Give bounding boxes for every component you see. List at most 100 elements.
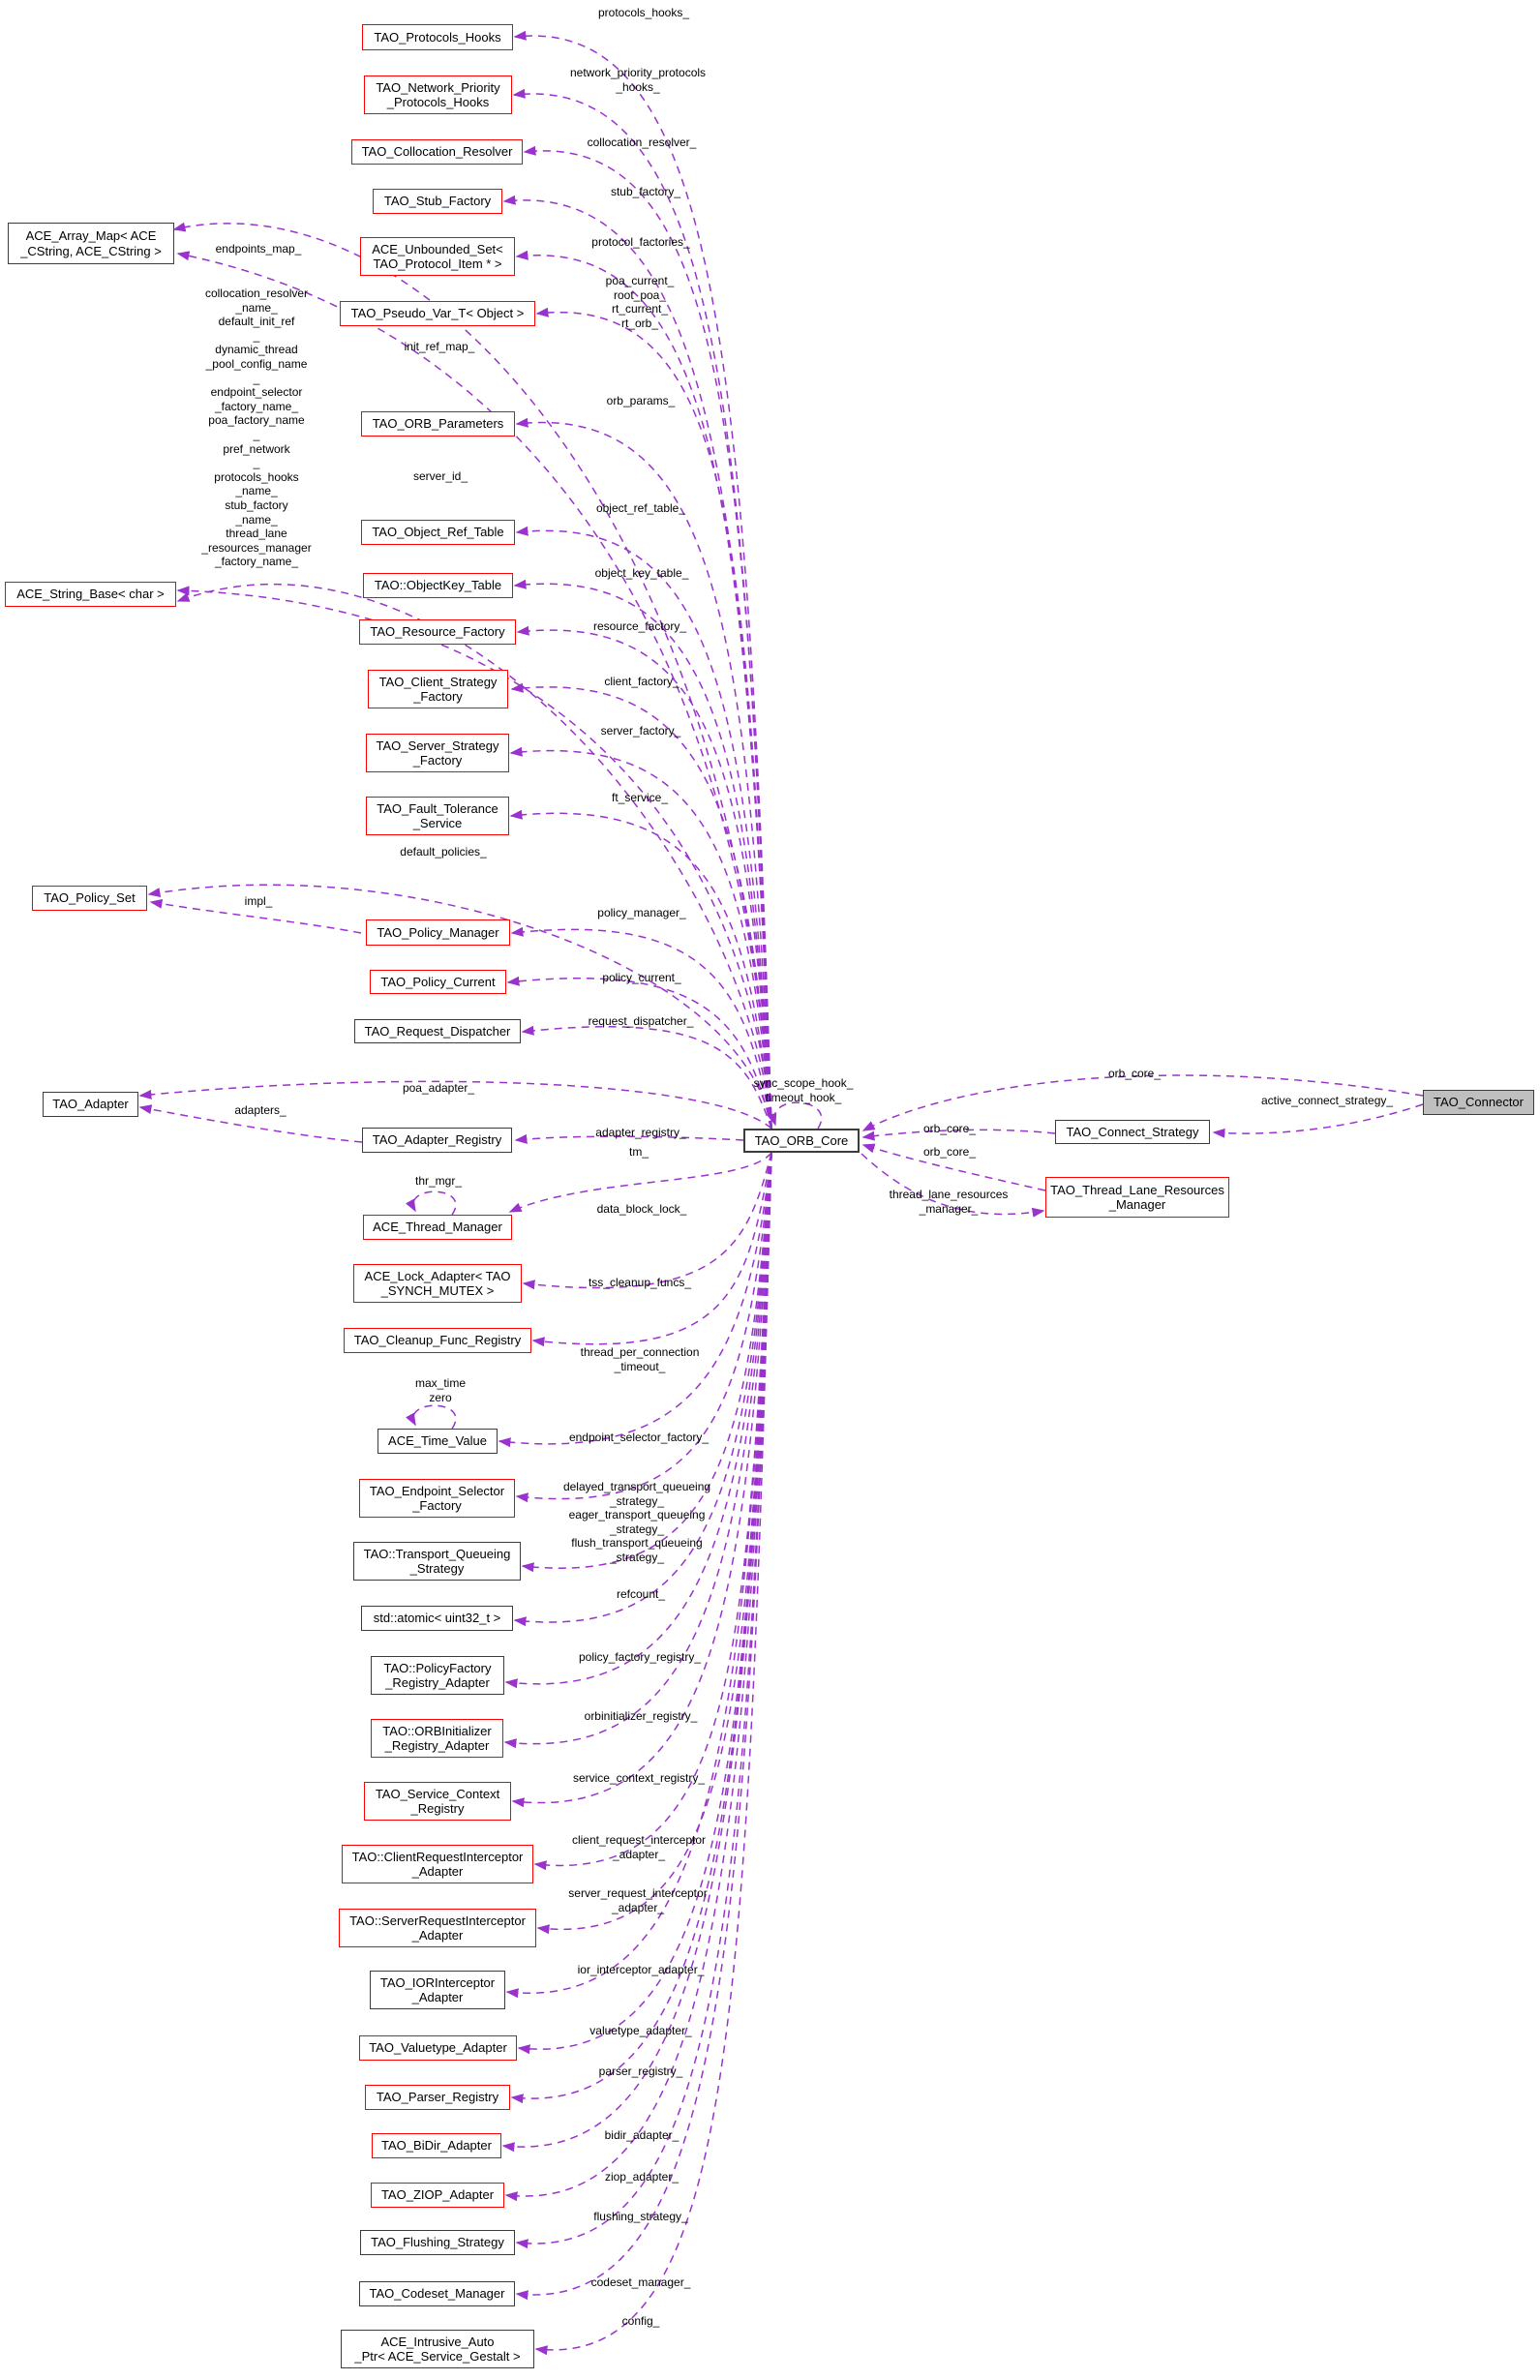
edge-codeset [515,1152,772,2301]
edge-label-impl: impl_ [244,894,273,908]
node-label: ACE_Unbounded_Set< [372,241,503,256]
node-request_dispatcher[interactable]: TAO_Request_Dispatcher [354,1019,521,1043]
node-policyfactory_adapter[interactable]: TAO::PolicyFactory_Registry_Adapter [371,1656,504,1695]
node-lock_adapter[interactable]: ACE_Lock_Adapter< TAO_SYNCH_MUTEX > [353,1264,522,1303]
node-pseudo_var[interactable]: TAO_Pseudo_Var_T< Object > [340,301,535,326]
node-stub_factory[interactable]: TAO_Stub_Factory [373,189,502,214]
node-label: _Service [412,816,463,830]
edge-label-client_factory: client_factory_ [604,675,679,688]
node-policy_set[interactable]: TAO_Policy_Set [32,886,147,911]
node-cleanup_func_registry[interactable]: TAO_Cleanup_Func_Registry [344,1328,531,1353]
edge-label-protocols_hooks: protocols_hooks_ [597,6,690,19]
node-policy_manager[interactable]: TAO_Policy_Manager [366,919,510,946]
node-client_strategy[interactable]: TAO_Client_Strategy_Factory [368,670,508,708]
node-label: TAO::ObjectKey_Table [374,578,502,593]
node-bidir_adapter[interactable]: TAO_BiDir_Adapter [372,2133,501,2158]
node-server_req_interceptor[interactable]: TAO::ServerRequestInterceptor_Adapter [339,1909,536,1947]
node-ziop_adapter[interactable]: TAO_ZIOP_Adapter [371,2183,504,2208]
node-label: ACE_Array_Map< ACE [25,228,157,243]
node-label: _Factory [412,753,463,768]
edge-label-stub: stub_factory_ [610,185,681,198]
edge-protocols_hooks [513,30,772,1130]
node-valuetype_adapter[interactable]: TAO_Valuetype_Adapter [359,2035,517,2061]
node-label: ACE_Intrusive_Auto [380,2334,495,2349]
edge-ft_service [509,809,772,1130]
node-label: _Registry_Adapter [384,1738,490,1753]
edge-label-refcount: refcount_ [616,1587,666,1601]
node-parser_registry[interactable]: TAO_Parser_Registry [365,2085,510,2110]
node-label: TAO_Adapter [52,1097,129,1112]
node-label: TAO_Adapter_Registry [372,1132,502,1148]
node-connector[interactable]: TAO_Connector [1423,1090,1534,1115]
edge-label-codeset: codeset_manager_ [590,2275,691,2289]
edge-self_thr_mgr [406,1190,457,1216]
node-thread_manager[interactable]: ACE_Thread_Manager [363,1215,512,1240]
node-intrusive_auto_ptr[interactable]: ACE_Intrusive_Auto_Ptr< ACE_Service_Gest… [341,2330,534,2368]
node-string_base[interactable]: ACE_String_Base< char > [5,582,176,607]
node-label: ACE_String_Base< char > [16,587,165,602]
node-endpoint_selector[interactable]: TAO_Endpoint_Selector_Factory [359,1479,515,1518]
node-resource_factory[interactable]: TAO_Resource_Factory [359,619,516,645]
node-label: TAO_Request_Dispatcher [364,1023,511,1039]
node-label: _Ptr< ACE_Service_Gestalt > [354,2349,521,2364]
edge-label-esf: endpoint_selector_factory_ [568,1431,710,1444]
node-array_map[interactable]: ACE_Array_Map< ACE_CString, ACE_CString … [8,223,174,264]
edge-queueing [521,1152,772,1573]
node-ior_interceptor[interactable]: TAO_IORInterceptor_Adapter [370,1971,505,2009]
node-network_priority[interactable]: TAO_Network_Priority_Protocols_Hooks [364,75,512,114]
node-connect_strategy[interactable]: TAO_Connect_Strategy [1055,1120,1210,1144]
node-std_atomic[interactable]: std::atomic< uint32_t > [361,1606,513,1631]
node-orb_parameters[interactable]: TAO_ORB_Parameters [361,411,515,437]
node-label: TAO_Pseudo_Var_T< Object > [350,306,525,321]
node-label: TAO_Server_Strategy [376,738,499,753]
edge-orb_core_cs [861,1129,1056,1141]
node-label: TAO::ClientRequestInterceptor [351,1849,524,1864]
node-label: TAO::PolicyFactory [383,1660,492,1675]
node-label: TAO_BiDir_Adapter [381,2138,492,2154]
node-orb_core[interactable]: TAO_ORB_Core [743,1129,860,1153]
node-protocols_hooks[interactable]: TAO_Protocols_Hooks [362,24,513,50]
node-policy_current[interactable]: TAO_Policy_Current [370,970,506,994]
node-label: TAO_Parser_Registry [376,2090,499,2105]
node-flushing_strategy[interactable]: TAO_Flushing_Strategy [360,2230,515,2255]
node-codeset_manager[interactable]: TAO_Codeset_Manager [359,2281,515,2306]
edge-orb_params [515,417,772,1130]
edge-client_factory [510,682,772,1130]
edge-label-request_dispatcher: request_dispatcher_ [588,1014,694,1028]
node-label: _Adapter [411,1864,464,1879]
edge-self_time_value [406,1404,457,1430]
edge-active_connect [1212,1103,1424,1138]
edge-label-server_id: server_id_ [412,469,468,483]
node-adapter[interactable]: TAO_Adapter [43,1092,138,1117]
node-server_strategy[interactable]: TAO_Server_Strategy_Factory [366,734,509,772]
node-adapter_registry[interactable]: TAO_Adapter_Registry [362,1128,512,1153]
edge-label-parser: parser_registry_ [598,2064,683,2078]
node-tlrm[interactable]: TAO_Thread_Lane_Resources_Manager [1045,1177,1229,1218]
edge-self_orb_core [767,1101,823,1130]
edge-label-policy_current: policy_current_ [602,971,681,984]
node-time_value[interactable]: ACE_Time_Value [377,1429,498,1454]
node-label: TAO_Connect_Strategy [1066,1124,1199,1139]
node-fault_tolerance[interactable]: TAO_Fault_Tolerance_Service [366,797,509,835]
edge-label-queueing: delayed_transport_queueing _strategy_ ea… [562,1480,711,1564]
node-collocation_resolver[interactable]: TAO_Collocation_Resolver [351,139,523,165]
node-label: std::atomic< uint32_t > [373,1611,501,1626]
node-transport_queueing[interactable]: TAO::Transport_Queueing_Strategy [353,1542,521,1581]
edge-label-sync_scope: sync_scope_hook_ timeout_hook_ [753,1076,854,1104]
node-label: TAO_Collocation_Resolver [361,144,513,160]
node-service_context_registry[interactable]: TAO_Service_Context_Registry [364,1782,511,1821]
edge-tm [508,1152,772,1213]
node-objectkey_table[interactable]: TAO::ObjectKey_Table [363,573,513,598]
edge-parser [510,1152,772,2104]
edge-label-server_factory: server_factory_ [600,724,681,738]
edge-label-object_key_table: object_key_table_ [594,566,689,580]
node-label: TAO_Thread_Lane_Resources [1050,1182,1224,1197]
node-orbinitializer_adapter[interactable]: TAO::ORBInitializer_Registry_Adapter [371,1719,503,1758]
node-label: TAO_Valuetype_Adapter [369,2040,507,2056]
edge-orbinitializer_registry [503,1152,772,1749]
node-unbounded_set[interactable]: ACE_Unbounded_Set<TAO_Protocol_Item * > [360,237,515,276]
node-object_ref_table[interactable]: TAO_Object_Ref_Table [361,520,515,545]
node-client_req_interceptor[interactable]: TAO::ClientRequestInterceptor_Adapter [342,1845,533,1883]
node-label: TAO_Policy_Set [44,890,136,906]
